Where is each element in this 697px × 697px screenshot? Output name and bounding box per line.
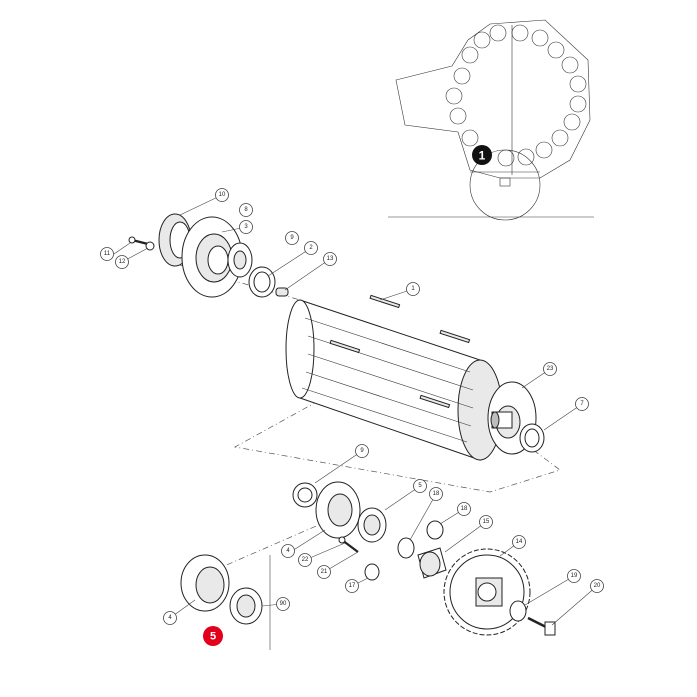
svg-text:9: 9	[360, 448, 364, 454]
callout-9b: 9	[355, 444, 369, 458]
part-7-washer	[519, 423, 545, 453]
callout-90: 90	[276, 597, 290, 611]
svg-text:5: 5	[418, 483, 422, 489]
inset-badge-label: 1	[479, 149, 486, 163]
svg-text:9: 9	[290, 235, 294, 241]
callout-5: 5	[413, 479, 427, 493]
callout-14: 14	[512, 535, 526, 549]
callout-13: 13	[323, 252, 337, 266]
callout-group: 1 2 3 4 4 4 5 7 8 9 9 10 11 12 13 14 15 …	[100, 188, 604, 625]
callout-12: 12	[115, 255, 129, 269]
callout-11: 11	[100, 247, 114, 261]
sprocket	[443, 548, 556, 636]
callout-4b: 4	[163, 611, 177, 625]
callout-7: 7	[575, 397, 589, 411]
svg-text:10: 10	[219, 192, 226, 198]
lower-assembly	[292, 481, 447, 581]
callout-2: 2	[304, 241, 318, 255]
callout-21: 21	[317, 565, 331, 579]
bearing-housing-group	[128, 213, 289, 298]
svg-text:14: 14	[516, 539, 523, 545]
svg-text:13: 13	[327, 256, 334, 262]
roller-chain-circles	[445, 24, 587, 167]
svg-text:18: 18	[433, 491, 440, 497]
callout-1: 1	[406, 282, 420, 296]
highlight-badge-label: 5	[210, 631, 216, 643]
svg-text:19: 19	[571, 573, 578, 579]
callout-20: 20	[590, 579, 604, 593]
highlight-badge-circle	[203, 626, 223, 646]
callout-17: 17	[345, 579, 359, 593]
leader-lines	[113, 194, 598, 626]
callout-4a: 4	[281, 544, 295, 558]
svg-text:7: 7	[580, 401, 584, 407]
svg-text:8: 8	[244, 207, 248, 213]
svg-text:15: 15	[483, 519, 490, 525]
svg-text:11: 11	[104, 251, 111, 257]
svg-text:2: 2	[309, 245, 313, 251]
svg-text:17: 17	[349, 583, 356, 589]
callout-22: 22	[298, 553, 312, 567]
callout-18b: 18	[457, 502, 471, 516]
main-roller	[285, 294, 503, 461]
callout-19: 19	[567, 569, 581, 583]
svg-text:1: 1	[411, 286, 415, 292]
svg-text:4: 4	[168, 615, 172, 621]
callout-9a: 9	[285, 231, 299, 245]
callout-3: 3	[239, 220, 253, 234]
highlight-badge: 5	[203, 626, 223, 646]
svg-text:90: 90	[280, 601, 287, 607]
callout-23: 23	[543, 362, 557, 376]
callout-15: 15	[479, 515, 493, 529]
svg-text:20: 20	[594, 583, 601, 589]
svg-text:4: 4	[286, 548, 290, 554]
inset-location-badge: 1	[472, 145, 492, 165]
callout-10: 10	[215, 188, 229, 202]
callout-18a: 18	[429, 487, 443, 501]
svg-text:23: 23	[547, 366, 554, 372]
svg-text:18: 18	[461, 506, 468, 512]
inset-badge-circle	[472, 145, 492, 165]
svg-text:22: 22	[302, 557, 309, 563]
callout-8: 8	[239, 203, 253, 217]
bottom-left-housing	[180, 554, 271, 650]
svg-text:12: 12	[119, 259, 126, 265]
svg-text:3: 3	[244, 224, 248, 230]
machine-inset: 1	[388, 19, 594, 221]
svg-text:21: 21	[321, 569, 328, 575]
